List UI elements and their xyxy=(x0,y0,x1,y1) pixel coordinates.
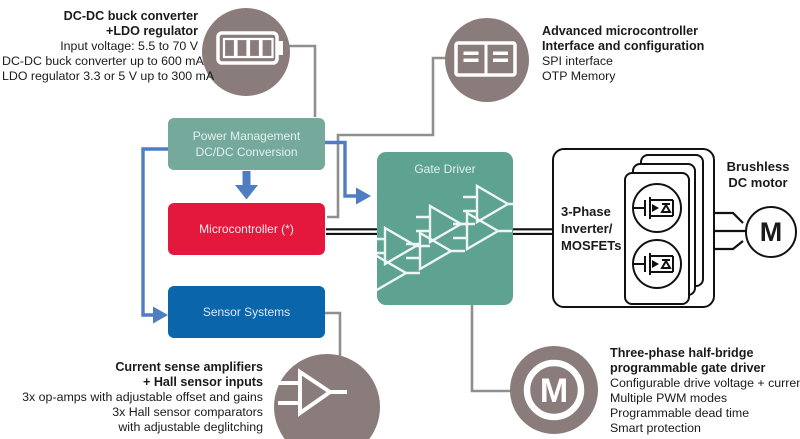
arrowhead-sensor xyxy=(153,306,168,324)
sensor-systems-block: Sensor Systems xyxy=(168,286,325,338)
power-management-line1: Power Management xyxy=(192,129,301,143)
inverter-block: 3-Phase Inverter/ MOSFETs xyxy=(552,148,715,308)
inverter-label: 3-Phase Inverter/ MOSFETs xyxy=(561,204,622,253)
connector-gatedriver-to-motoricon xyxy=(470,305,512,393)
mcu-interface-note: Advanced microcontroller Interface and c… xyxy=(542,24,705,83)
motor-symbol: M xyxy=(745,206,797,258)
mosfet-card-front xyxy=(624,172,690,305)
connector-chip-to-microcontroller xyxy=(327,56,446,219)
phase-line-1 xyxy=(715,211,744,224)
motor-letter: M xyxy=(759,216,783,247)
motor-icon: M xyxy=(510,346,598,434)
connector-power-to-sensor xyxy=(141,147,170,317)
gate-driver-label: Gate Driver xyxy=(414,162,476,176)
gate-driver-block: Gate Driver xyxy=(377,152,513,305)
opamp-icon xyxy=(274,354,380,439)
connector-battery-to-power xyxy=(288,44,317,117)
chip-icon xyxy=(445,18,529,102)
connector-sensor-to-opamp xyxy=(323,311,342,357)
battery-note: DC-DC buck converter +LDO regulator Inpu… xyxy=(2,9,215,83)
phase-line-3 xyxy=(715,240,744,251)
microcontroller-block: Microcontroller (*) xyxy=(168,203,325,255)
microcontroller-label: Microcontroller (*) xyxy=(199,222,294,236)
connector-power-to-gatedriver xyxy=(325,140,356,198)
power-management-block: Power Management DC/DC Conversion xyxy=(168,118,325,170)
sensor-systems-label: Sensor Systems xyxy=(202,305,291,319)
gate-driver-note: Three-phase half-bridge programmable gat… xyxy=(610,346,800,435)
current-sense-note: Current sense amplifiers + Hall sensor i… xyxy=(22,360,263,434)
arrowhead-gatedriver xyxy=(356,187,371,205)
battery-icon xyxy=(202,8,290,96)
arrow-power-to-microcontroller xyxy=(235,171,258,200)
mosfet-icon xyxy=(632,183,682,289)
motor-caption: Brushless DC motor xyxy=(726,159,790,190)
amplifier-triangles-icon xyxy=(377,184,513,293)
power-management-line2: DC/DC Conversion xyxy=(195,145,298,159)
motor-icon-letter: M xyxy=(540,372,568,410)
